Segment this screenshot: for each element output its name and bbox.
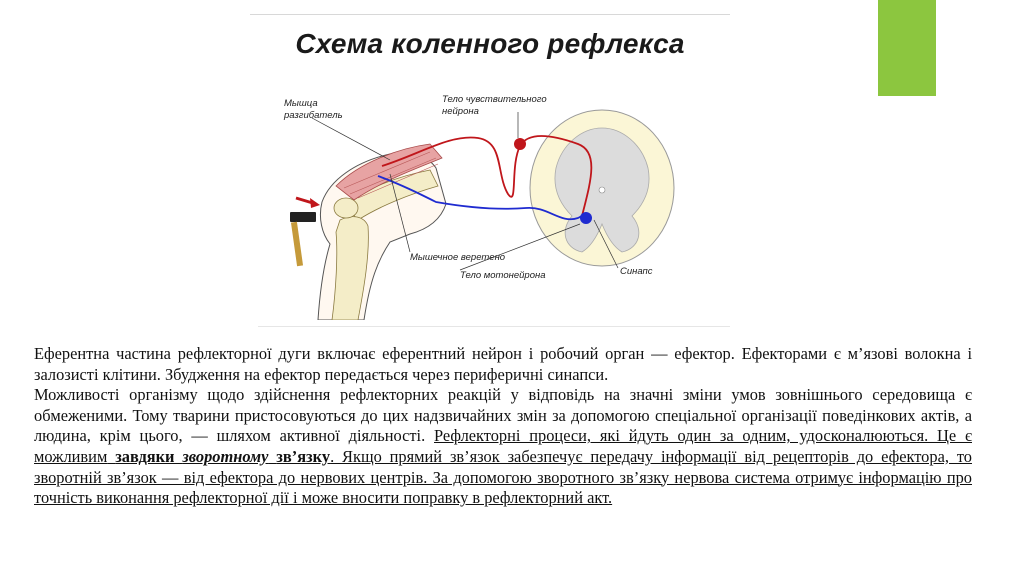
underlined-text-1: Рефлекторні процеси, які йдуть один за о…	[34, 426, 972, 466]
label-sensory-body: Тело чувствительного	[442, 94, 547, 105]
spinal-cord-section	[529, 109, 675, 267]
body-text: Еферентна частина рефлекторної дуги вклю…	[34, 344, 972, 509]
label-muscle: Мышца	[284, 98, 318, 109]
paragraph-2: Можливості організму щодо здійснення реф…	[34, 385, 972, 509]
patella-bone	[333, 197, 359, 219]
arrow-icon	[295, 196, 320, 208]
bold-word-zvyazku: зв’язку	[276, 446, 331, 466]
sensory-neuron-body	[514, 138, 526, 150]
paragraph-2-text: Можливості організму щодо здійснення реф…	[34, 385, 972, 446]
label-sensory-body-2: нейрона	[442, 106, 479, 117]
reflex-hammer-icon	[290, 212, 316, 267]
label-spindle: Мышечное веретено	[410, 252, 505, 263]
top-divider	[250, 14, 730, 15]
knee-reflex-diagram: Мышца разгибатель Тело чувствительного н…	[260, 84, 730, 320]
label-synapse: Синапс	[620, 266, 653, 277]
bold-italic-word-zvorotnomu: зворотному	[182, 446, 269, 466]
paragraph-1: Еферентна частина рефлекторної дуги вклю…	[34, 344, 972, 384]
label-muscle-2: разгибатель	[283, 110, 343, 121]
sensory-neuron	[381, 135, 593, 217]
underlined-text-2: . Якщо прямий зв’язок забезпечує передач…	[34, 446, 972, 508]
bottom-divider	[258, 326, 730, 327]
motor-neuron-body	[580, 212, 592, 224]
bold-word-zavdyaky: завдяки	[115, 446, 175, 466]
label-motor-body: Тело мотонейрона	[460, 270, 546, 281]
tibia-bone	[331, 216, 369, 320]
slide-title: Схема коленного рефлекса	[295, 28, 685, 59]
accent-bar	[878, 0, 936, 96]
